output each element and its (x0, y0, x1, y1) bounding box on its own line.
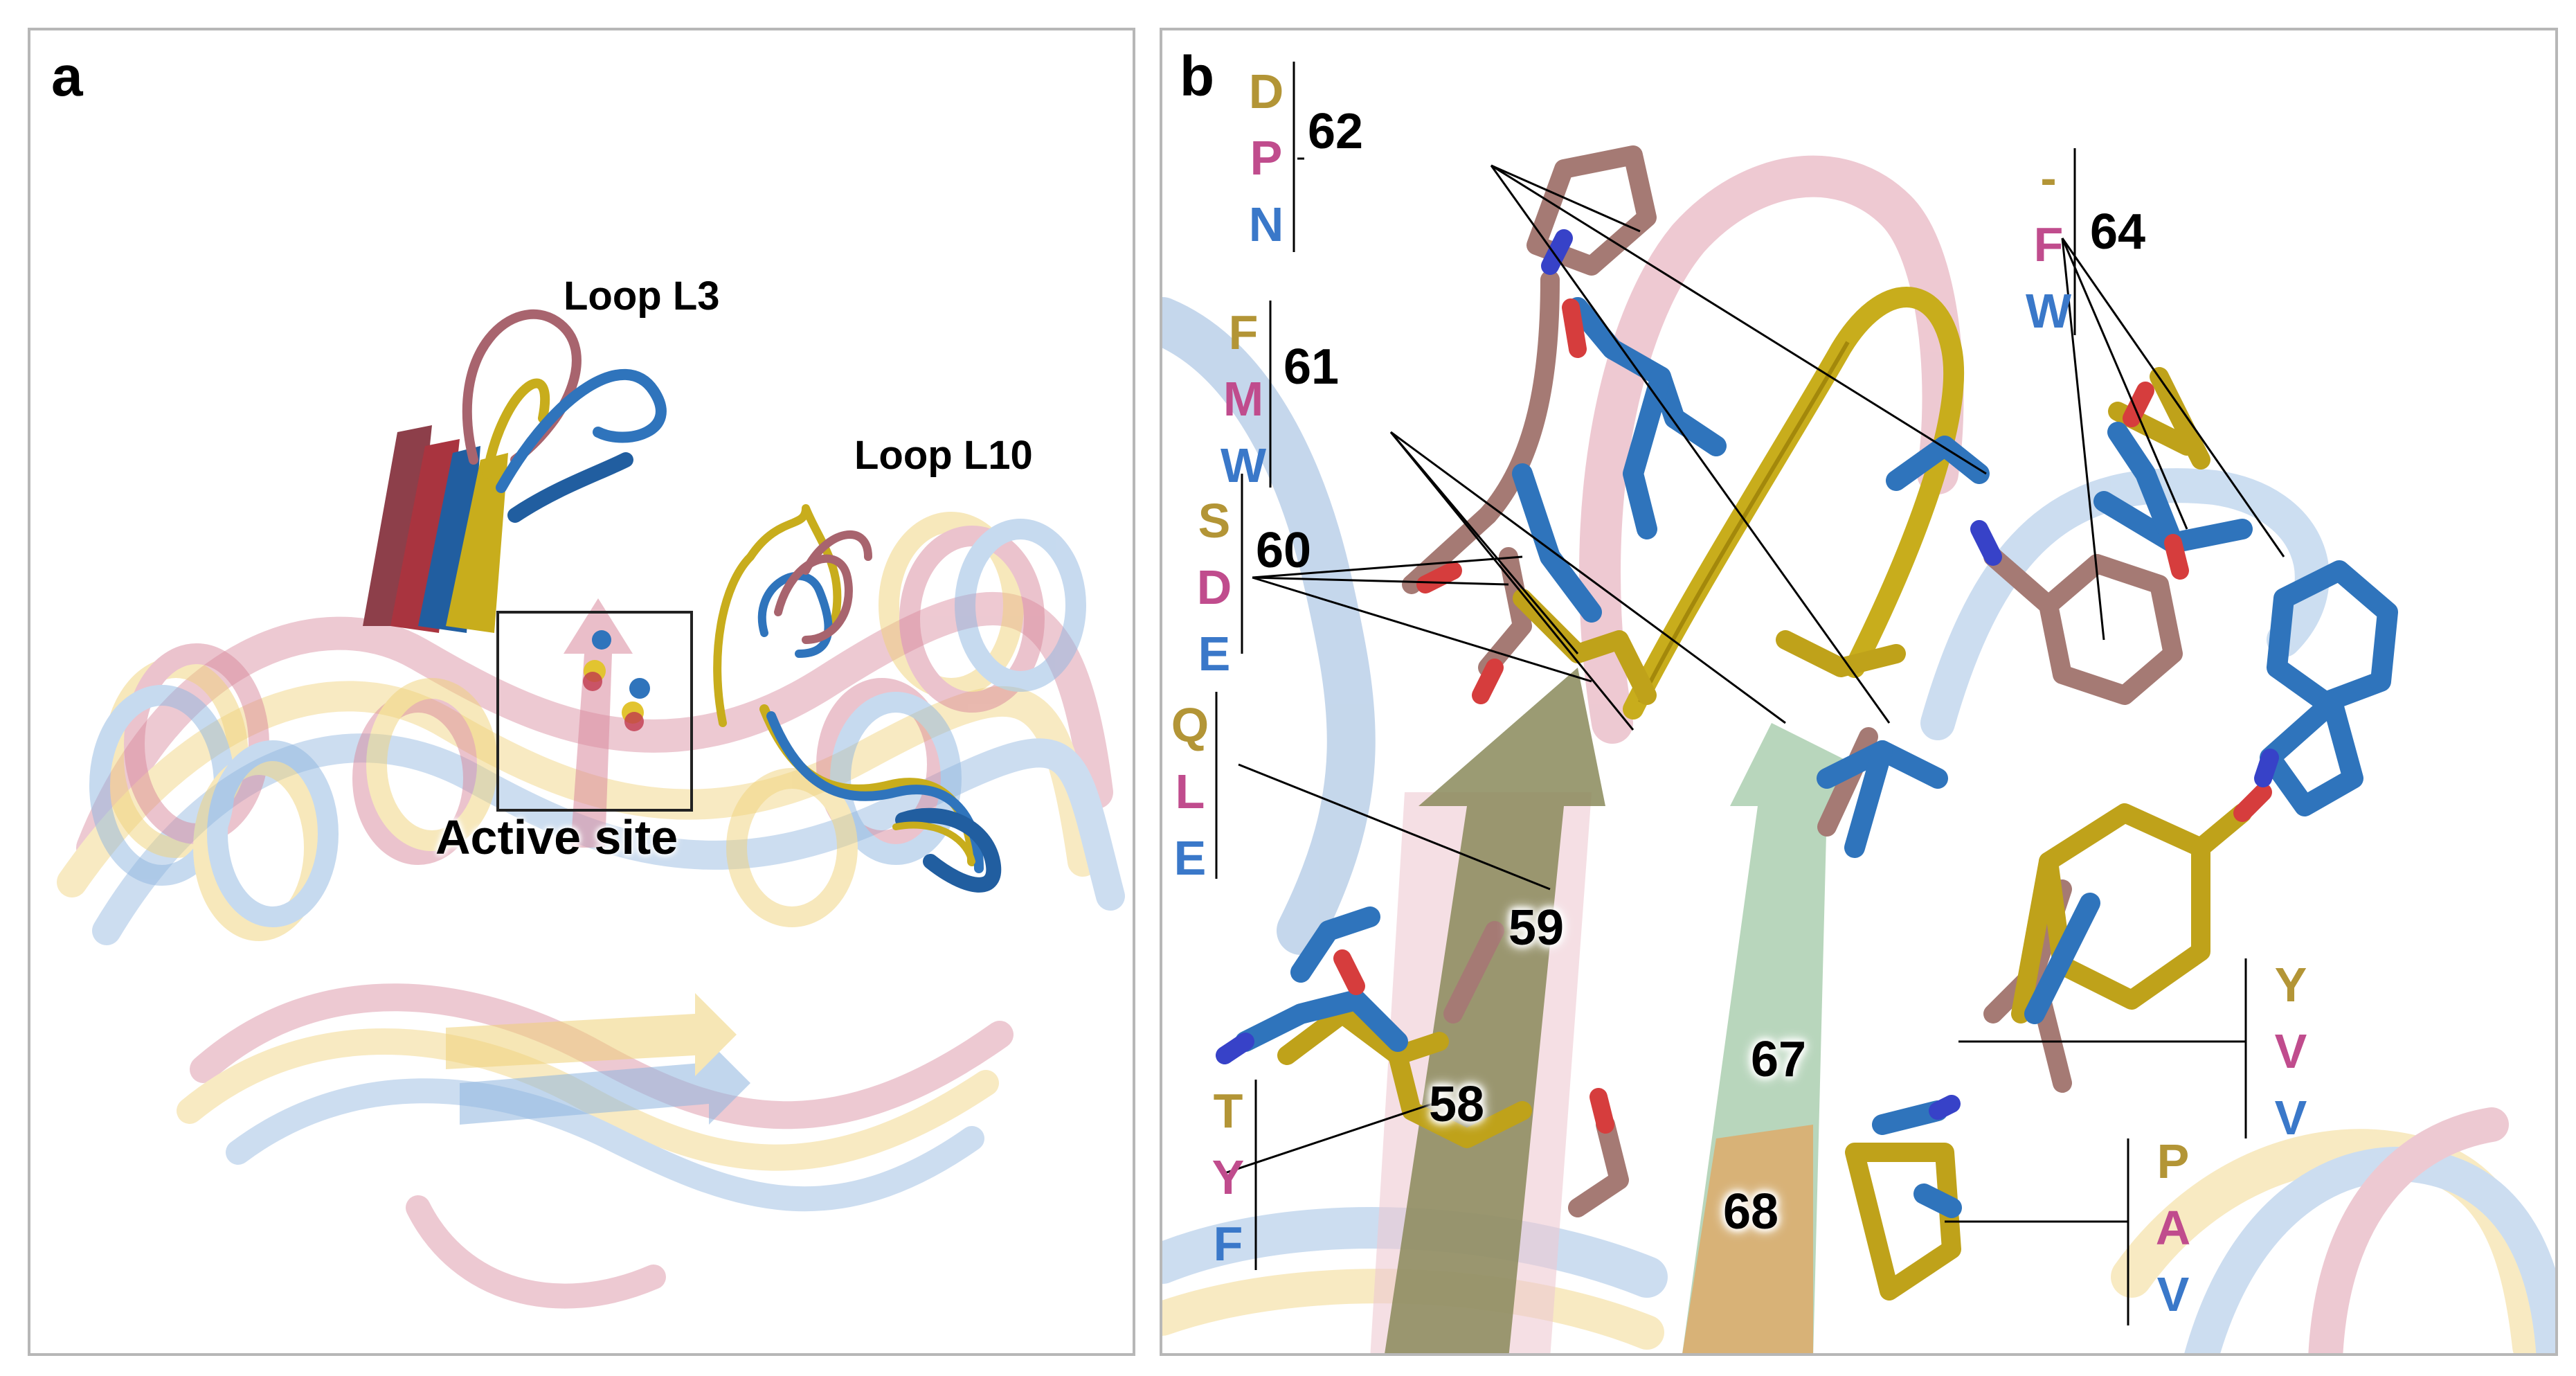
residue-59-blue: E (1173, 831, 1207, 885)
residue-64-blue: W (2025, 284, 2072, 338)
residue-60-magenta: D (1196, 560, 1232, 614)
active-site-box (496, 611, 693, 812)
residue-67-blue: V (2274, 1091, 2307, 1145)
residue-number-67: 67 (1751, 1032, 1807, 1087)
residue-68-magenta: A (2155, 1201, 2191, 1255)
panel-a-letter: a (51, 45, 83, 108)
residue-62-yellow: D (1248, 64, 1284, 118)
residue-61-magenta: M (1223, 372, 1264, 426)
residue-number-64: 64 (2090, 204, 2146, 260)
protein-overlay-overview (57, 309, 1125, 1309)
residue-60-yellow: S (1198, 494, 1231, 548)
residue-number-68: 68 (1723, 1184, 1779, 1240)
residue-number-60: 60 (1256, 523, 1312, 578)
residue-59-magenta: L (1175, 765, 1205, 819)
active-site-closeup (1162, 62, 2555, 1353)
residue-60-blue: E (1198, 627, 1231, 681)
loop-l10-label: Loop L10 (854, 433, 1033, 478)
residue-number-58: 58 (1429, 1077, 1485, 1132)
residue-68-yellow: P (2156, 1134, 2190, 1188)
residue-58-blue: F (1213, 1217, 1243, 1271)
metal-ions (583, 630, 650, 731)
residue-58-magenta: Y (1212, 1150, 1245, 1204)
panel-b: b D P N 62 - F W 64 F M W 61 S D E 60 Q … (1160, 28, 2558, 1356)
beta-strand-left (1385, 668, 1605, 1353)
residue-64-yellow: - (2040, 151, 2057, 205)
panel-b-letter: b (1180, 45, 1215, 108)
loop-l3-label: Loop L3 (564, 274, 720, 319)
active-site-label: Active site (435, 810, 678, 864)
residue-62-magenta: P (1250, 131, 1283, 185)
residue-number-61: 61 (1284, 339, 1340, 395)
residue-58-yellow: T (1213, 1084, 1243, 1138)
residue-number-62: 62 (1308, 104, 1364, 159)
leader-lines (1215, 62, 2285, 1325)
residue-64-magenta: F (2033, 217, 2064, 271)
residue-67-magenta: V (2274, 1024, 2307, 1078)
residue-68-blue: V (2156, 1267, 2190, 1321)
residue-67-yellow: Y (2274, 958, 2307, 1012)
residue-number-59: 59 (1508, 900, 1565, 956)
residue-61-yellow: F (1228, 305, 1259, 359)
residue-62-blue: N (1248, 197, 1284, 251)
panel-a: a Loop L3 Loop L10 Active site (28, 28, 1135, 1356)
residue-59-yellow: Q (1171, 698, 1209, 752)
residue-61-blue: W (1220, 438, 1267, 492)
